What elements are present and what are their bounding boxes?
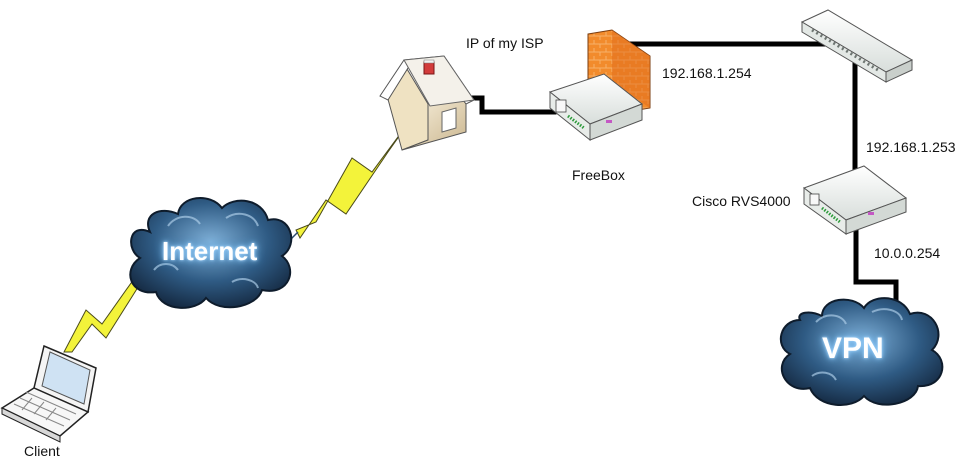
cisco-lan-ip-label: 10.0.0.254 (874, 245, 941, 261)
cisco-wan-ip-label: 192.168.1.253 (866, 139, 956, 155)
client-label: Client (24, 443, 60, 459)
internet-cloud-icon (129, 196, 293, 309)
internet-cloud-label: Internet (162, 236, 258, 266)
freebox-label: FreeBox (572, 167, 625, 183)
freebox-router-icon (548, 29, 651, 142)
internet-client-lightning-icon (63, 275, 141, 353)
vpn-cloud-icon (780, 297, 944, 407)
laptop-icon (0, 344, 97, 443)
cables (463, 41, 899, 303)
isp-ip-label: IP of my ISP (466, 35, 544, 51)
cisco-to-vpn-cable (853, 223, 899, 303)
house-icon (379, 55, 475, 151)
freebox-lan-ip-label: 192.168.1.254 (662, 65, 752, 81)
vpn-cloud-label: VPN (822, 332, 884, 365)
cisco-router-icon (802, 165, 908, 235)
house-to-freebox-cable (463, 95, 557, 115)
house-internet-lightning-icon (295, 117, 413, 239)
network-switch-icon (800, 9, 914, 83)
cisco-label: Cisco RVS4000 (692, 193, 791, 209)
